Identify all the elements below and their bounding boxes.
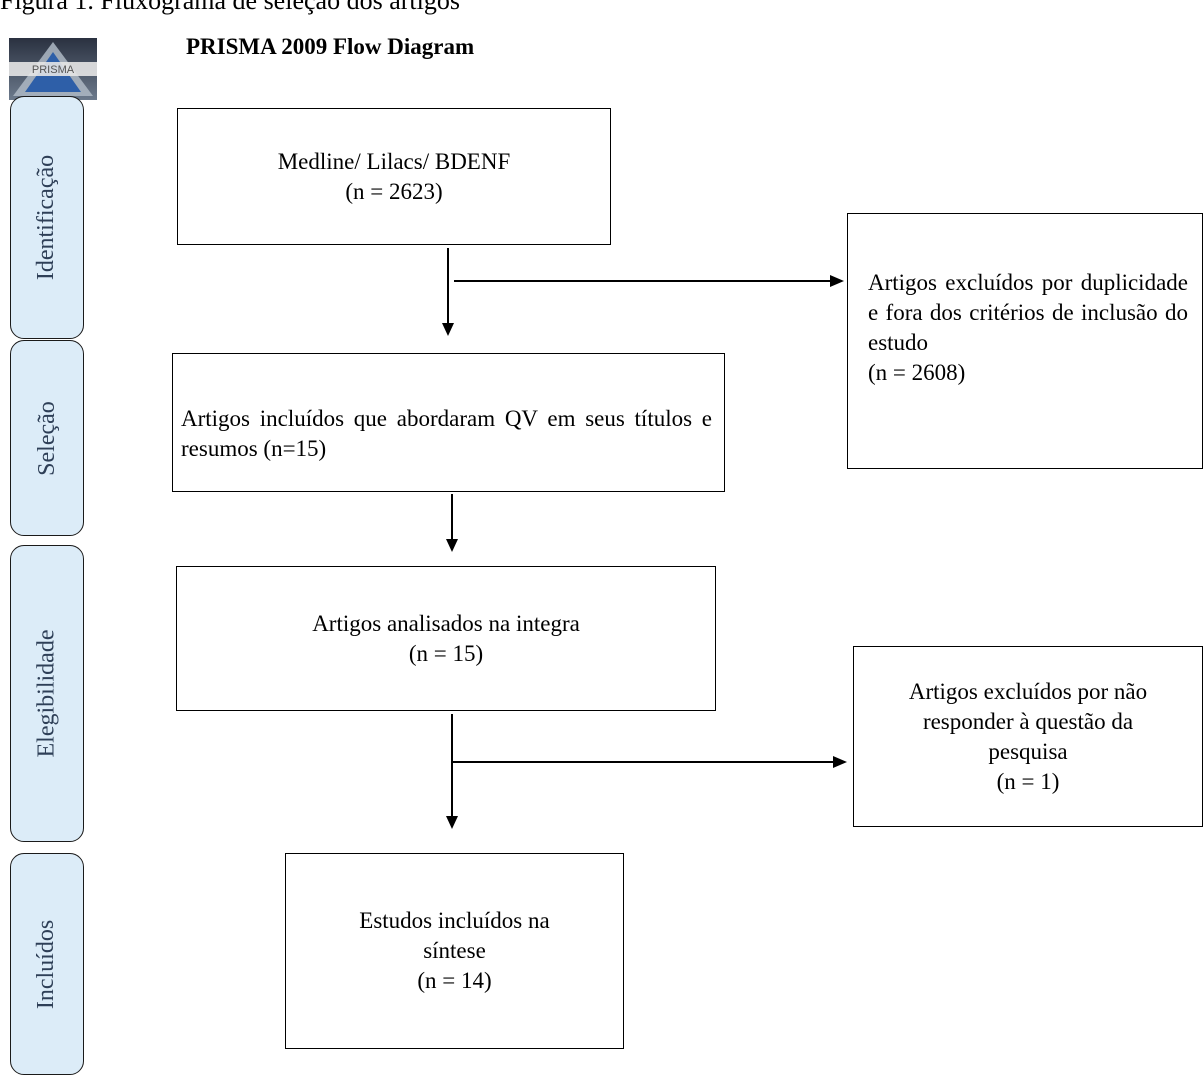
excluded-question-line1: Artigos excluídos por não (908, 678, 1148, 704)
databases-count: (n = 2623) (345, 178, 443, 204)
excluded-duplicates-count: (n = 2608) (868, 360, 966, 385)
figure-caption: Figura 1. Fluxograma de seleção dos arti… (0, 0, 460, 15)
fulltext-count: (n = 15) (408, 640, 484, 666)
included-line2: síntese (423, 938, 486, 963)
excluded-question-line2: responder à questão da (922, 708, 1134, 734)
box-fulltext: Artigos analisados na integra (n = 15) (176, 566, 716, 711)
arrow-down-icon (442, 323, 454, 336)
connector-eligibility-down (451, 714, 453, 817)
stage-label-included: Incluídos (33, 919, 60, 1009)
stage-eligibility: Elegibilidade (10, 545, 84, 842)
excluded-question-count: (n = 1) (996, 768, 1060, 794)
connector-identification-down (447, 248, 449, 325)
stage-selection: Seleção (10, 340, 84, 536)
arrow-down-icon (446, 539, 458, 552)
stage-included: Incluídos (10, 853, 84, 1075)
box-databases: Medline/ Lilacs/ BDENF (n = 2623) (177, 108, 611, 245)
excluded-duplicates-text: Artigos excluídos por duplicidade e fora… (868, 270, 1188, 355)
stage-identification: Identificação (10, 96, 84, 339)
screened-text: Artigos incluídos que abordaram QV em se… (181, 406, 712, 461)
stage-label-identification: Identificação (33, 154, 60, 281)
connector-exclusion-1 (454, 280, 832, 282)
arrow-right-icon (830, 275, 844, 287)
prisma-logo: PRISMA (9, 38, 97, 100)
included-line1: Estudos incluídos na (359, 908, 550, 933)
arrow-down-icon (446, 816, 458, 829)
box-excluded-duplicates: Artigos excluídos por duplicidade e fora… (847, 213, 1203, 469)
stage-label-eligibility: Elegibilidade (33, 629, 60, 758)
excluded-question-line3: pesquisa (988, 738, 1068, 764)
box-included: Estudos incluídos na síntese (n = 14) (285, 853, 624, 1049)
arrow-right-icon (833, 756, 847, 768)
connector-exclusion-2 (451, 761, 835, 763)
diagram-title: PRISMA 2009 Flow Diagram (186, 34, 475, 59)
box-screened: Artigos incluídos que abordaram QV em se… (172, 353, 725, 492)
logo-text: PRISMA (32, 64, 75, 76)
connector-selection-down (451, 494, 453, 540)
included-count: (n = 14) (417, 968, 492, 993)
fulltext-label: Artigos analisados na integra (312, 610, 580, 636)
databases-label: Medline/ Lilacs/ BDENF (277, 148, 511, 174)
box-excluded-question: Artigos excluídos por não responder à qu… (853, 646, 1203, 827)
stage-label-selection: Seleção (33, 400, 60, 476)
